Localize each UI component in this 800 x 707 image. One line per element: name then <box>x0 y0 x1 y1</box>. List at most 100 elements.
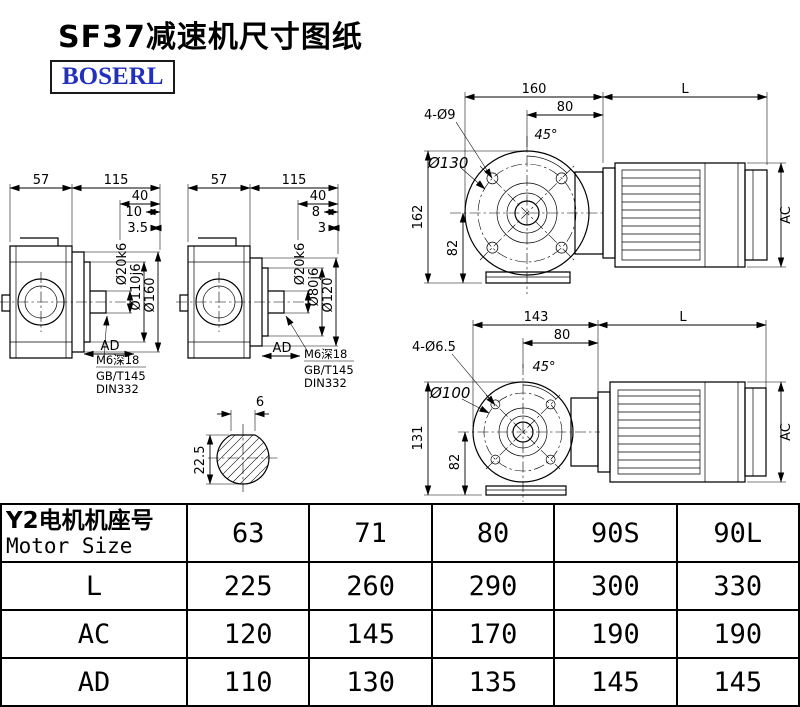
table-row-AC: AC 120 145 170 190 190 <box>0 609 800 659</box>
centerlines <box>458 364 600 502</box>
key-width-label: 6 <box>256 395 264 410</box>
dim-82-label: 82 <box>446 240 461 257</box>
flange-dia-label: Ø160 <box>143 277 158 312</box>
dim-3-5-label: 3.5 <box>127 221 148 236</box>
dim-57-label: 57 <box>33 173 50 188</box>
dim-3-label: 3 <box>318 221 326 236</box>
side-view-large: 57 115 40 10 3.5 Ø20k6 Ø110j6 Ø160 AD M6… <box>0 173 162 396</box>
row-label-AD: AD <box>0 657 188 707</box>
dim-10-label: 10 <box>125 205 142 220</box>
technical-drawing: 57 115 40 10 3.5 Ø20k6 Ø110j6 Ø160 AD M6… <box>0 82 794 502</box>
brand-logo: BOSERL <box>50 60 176 94</box>
shaft-dia-label: Ø20k6 <box>293 243 308 286</box>
value-AC-90S: 190 <box>553 609 678 659</box>
front-view-large: 160 L 80 45° 4-Ø9 Ø130 162 82 AC <box>411 82 794 294</box>
page-title: SF37减速机尺寸图纸 <box>58 20 363 55</box>
bolt-circle-label: Ø100 <box>429 384 470 402</box>
bolt-hole <box>555 172 568 185</box>
fan-cover <box>744 387 767 477</box>
value-L-90S: 300 <box>553 561 678 611</box>
holes-label: 4-Ø6.5 <box>412 340 456 355</box>
motor-fins <box>618 395 700 469</box>
front-view-small: 143 L 80 45° 4-Ø6.5 Ø100 131 82 AC <box>411 310 794 502</box>
fan-cover <box>744 169 768 261</box>
row-label-L: L <box>0 561 188 611</box>
shaft-section-view: 6 22.5 <box>193 395 278 492</box>
value-AC-63: 120 <box>185 609 311 659</box>
value-L-80: 290 <box>430 561 556 611</box>
dim-160-label: 160 <box>522 82 547 97</box>
thread-note-line1: M6深18 <box>96 353 139 367</box>
motor-body <box>609 381 746 483</box>
dim-82-label: 82 <box>448 454 463 471</box>
dim-ad-label: AD <box>273 341 292 356</box>
size-80: 80 <box>430 503 556 563</box>
row-label-AC: AC <box>0 609 188 659</box>
value-AC-71: 145 <box>308 609 433 659</box>
foot <box>485 485 567 496</box>
dim-L-label: L <box>681 82 689 97</box>
bolt-hole <box>545 399 556 410</box>
gearbox-outline <box>1 237 107 359</box>
dim-AC-label: AC <box>779 423 794 441</box>
dim-45deg-label: 45° <box>534 128 557 143</box>
centerline <box>0 272 126 332</box>
table-row-L: L 225 260 290 300 330 <box>0 561 800 611</box>
dim-115-label: 115 <box>104 173 129 188</box>
key-depth-label: 22.5 <box>193 446 208 475</box>
bolt-hole <box>486 241 499 254</box>
motor-fins <box>622 177 700 251</box>
bolt-hole <box>555 241 568 254</box>
bolt-hole <box>545 454 556 465</box>
spigot-dia-label: Ø80j6 <box>307 268 322 307</box>
shaft-outline <box>216 434 270 485</box>
dim-80-label: 80 <box>557 100 574 115</box>
dim-162-label: 162 <box>411 205 426 230</box>
thread-note-line3: DIN332 <box>96 382 139 396</box>
side-view-small: 57 115 40 8 3 Ø20k6 Ø80j6 Ø120 AD M6深18 … <box>176 173 354 390</box>
spigot-dia-label: Ø110j6 <box>129 264 144 311</box>
gearbox-outline <box>179 237 285 359</box>
dimension-table: Y2电机机座号 Motor Size 63 71 80 90S 90L L 22… <box>0 503 800 707</box>
dim-AC-label: AC <box>779 206 794 224</box>
dim-115-label: 115 <box>282 173 307 188</box>
dim-40-label: 40 <box>310 189 327 204</box>
centerlines <box>208 424 278 492</box>
motor-body <box>614 162 746 268</box>
thread-note-line2: GB/T145 <box>304 363 354 377</box>
dim-40-label: 40 <box>132 189 149 204</box>
value-AD-80: 135 <box>430 657 556 707</box>
dim-8-label: 8 <box>312 205 320 220</box>
holes-label: 4-Ø9 <box>424 108 455 123</box>
motor-size-header-cn: Y2电机机座号 <box>6 507 154 534</box>
bolt-hole <box>490 454 501 465</box>
hatching <box>217 435 270 485</box>
value-AD-71: 130 <box>308 657 433 707</box>
dim-143-label: 143 <box>524 310 549 325</box>
dim-57-label: 57 <box>211 173 228 188</box>
thread-note-line3: DIN332 <box>304 376 347 390</box>
table-header-row: Y2电机机座号 Motor Size 63 71 80 90S 90L <box>0 503 800 563</box>
thread-note-line2: GB/T145 <box>96 369 146 383</box>
foot <box>485 271 571 284</box>
thread-note-line1: M6深18 <box>304 347 347 361</box>
size-90S: 90S <box>553 503 678 563</box>
brand-text: BOSERL <box>62 63 164 90</box>
dim-ad-label: AD <box>101 339 120 354</box>
size-63: 63 <box>185 503 311 563</box>
centerline <box>176 272 304 332</box>
value-AD-90L: 145 <box>675 657 800 707</box>
dim-L-label: L <box>679 310 687 325</box>
value-AC-80: 170 <box>430 609 556 659</box>
size-71: 71 <box>308 503 433 563</box>
motor-size-header-en: Motor Size <box>6 534 133 559</box>
motor-size-header: Y2电机机座号 Motor Size <box>0 503 188 563</box>
dim-131-label: 131 <box>411 426 426 451</box>
size-90L: 90L <box>675 503 800 563</box>
bolt-circle-label: Ø130 <box>427 154 468 172</box>
shaft-dia-label: Ø20k6 <box>115 243 130 286</box>
dim-80-label: 80 <box>554 328 571 343</box>
table-row-AD: AD 110 130 135 145 145 <box>0 657 800 707</box>
flange-dia-label: Ø120 <box>321 277 336 312</box>
